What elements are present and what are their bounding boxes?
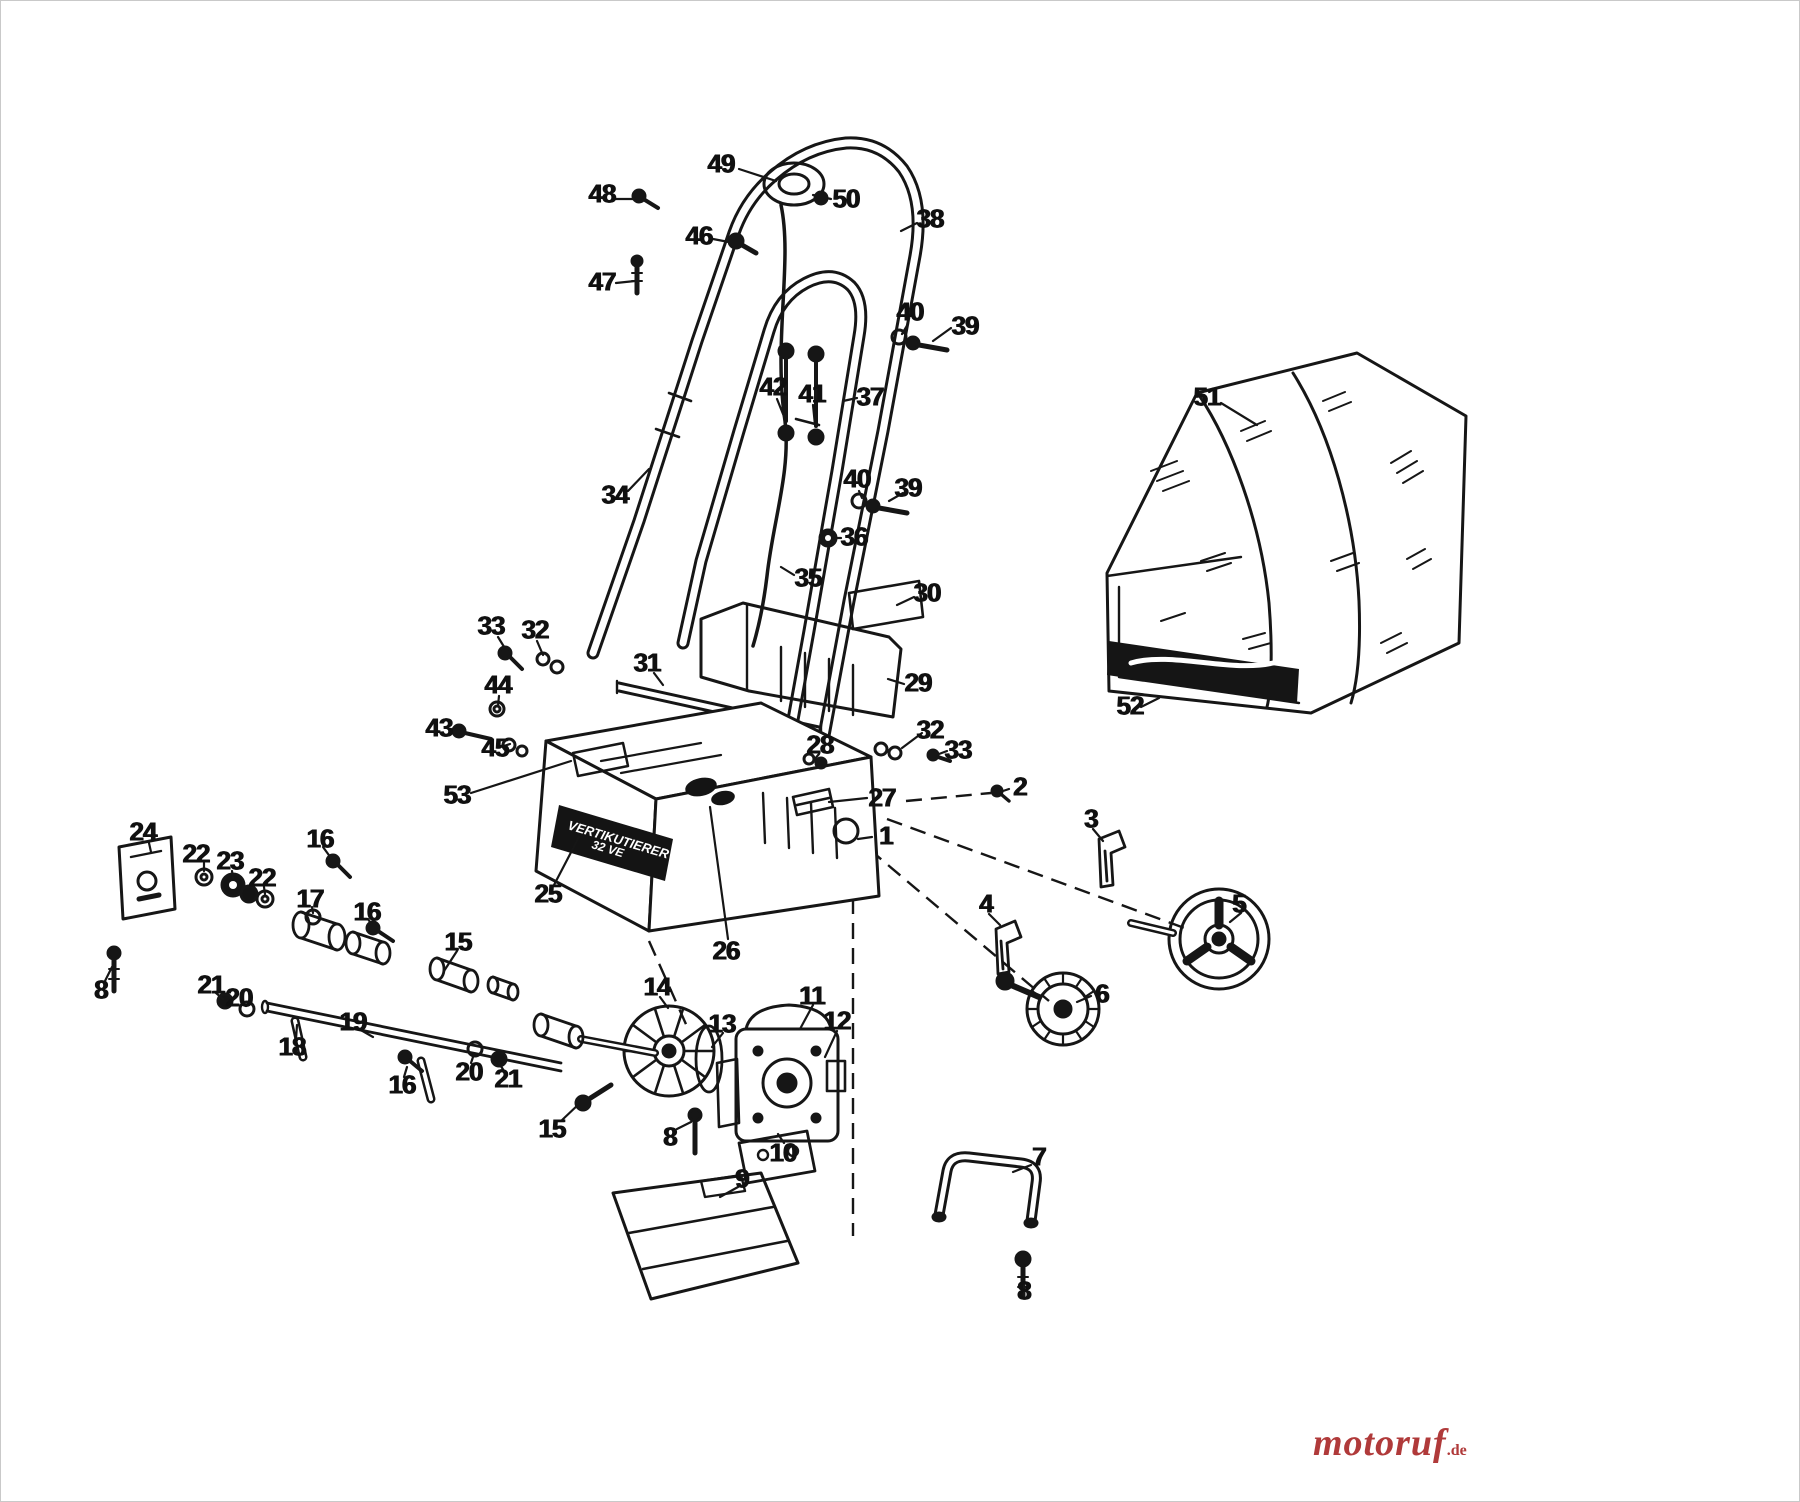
part-number-label: 16 xyxy=(388,1069,417,1100)
part-number-label: 7 xyxy=(1032,1141,1047,1172)
type-plate xyxy=(847,579,925,631)
grass-bag xyxy=(1105,351,1468,715)
part-number-label: 2 xyxy=(1013,771,1028,802)
part-number-label: 33 xyxy=(944,734,973,765)
part-number-label: 35 xyxy=(794,562,823,593)
part-number-label: 50 xyxy=(832,183,861,214)
part-number-label: 39 xyxy=(894,472,923,503)
part-number-label: 32 xyxy=(916,714,945,745)
part-number-label: 43 xyxy=(425,712,454,743)
part-number-label: 51 xyxy=(1193,381,1222,412)
part-number-label: 26 xyxy=(712,935,741,966)
part-number-label: 46 xyxy=(685,220,714,251)
part-number-label: 34 xyxy=(601,479,630,510)
part-number-label: 47 xyxy=(588,266,617,297)
part-number-label: 16 xyxy=(306,823,335,854)
long-axle xyxy=(265,1001,563,1073)
part-number-label: 49 xyxy=(707,148,736,179)
part-number-label: 5 xyxy=(1232,888,1247,919)
fasteners xyxy=(106,188,1032,1300)
part-number-label: 40 xyxy=(896,296,925,327)
watermark: motoruf.de xyxy=(1313,1421,1467,1465)
part-number-label: 37 xyxy=(856,381,885,412)
part-number-label: 28 xyxy=(806,729,835,760)
part-number-label: 22 xyxy=(182,838,211,869)
part-number-label: 9 xyxy=(735,1163,750,1194)
u-bracket xyxy=(931,1151,1042,1229)
part-number-label: 15 xyxy=(538,1113,567,1144)
part-number-label: 25 xyxy=(534,878,563,909)
motor xyxy=(715,1003,847,1185)
part-number-label: 15 xyxy=(444,926,473,957)
part-number-label: 21 xyxy=(197,969,226,1000)
part-number-label: 31 xyxy=(633,647,662,678)
part-number-label: 14 xyxy=(643,971,672,1002)
part-number-label: 23 xyxy=(216,845,245,876)
part-number-label: 11 xyxy=(799,980,825,1011)
height-bracket-4 xyxy=(994,919,1023,976)
power-cable xyxy=(751,203,788,648)
motor-mount-plate xyxy=(737,1129,817,1185)
part-number-label: 30 xyxy=(913,577,942,608)
deck-small-plate xyxy=(571,741,630,778)
part-number-label: 8 xyxy=(663,1121,678,1152)
part-number-label: 52 xyxy=(1116,690,1145,721)
height-bracket-3 xyxy=(1097,829,1127,889)
part-number-label: 4 xyxy=(979,888,994,919)
handlebar-assembly xyxy=(586,136,925,760)
part-number-label: 29 xyxy=(904,667,933,698)
part-number-label: 38 xyxy=(916,203,945,234)
part-number-label: 8 xyxy=(1017,1275,1032,1306)
part-number-label: 45 xyxy=(481,732,510,763)
part-number-label: 44 xyxy=(484,669,513,700)
part-number-label: 1 xyxy=(879,820,894,851)
part-number-label: 32 xyxy=(521,614,550,645)
part-number-label: 48 xyxy=(588,178,617,209)
watermark-tld: .de xyxy=(1446,1442,1467,1459)
part-number-label: 42 xyxy=(759,371,788,402)
wheel-small xyxy=(995,971,1101,1047)
part-number-label: 36 xyxy=(840,521,869,552)
part-number-label: 6 xyxy=(1095,978,1110,1009)
coupler-cylinders xyxy=(291,910,585,1050)
part-number-label: 12 xyxy=(823,1005,852,1036)
bearing-bracket xyxy=(117,835,177,921)
part-number-label: 18 xyxy=(278,1031,307,1062)
part-number-label: 10 xyxy=(769,1137,798,1168)
leader-lines xyxy=(103,167,1259,1283)
part-number-label: 13 xyxy=(708,1008,737,1039)
part-number-label: 3 xyxy=(1084,803,1099,834)
part-number-label: 40 xyxy=(843,463,872,494)
rear-panel xyxy=(699,579,925,719)
part-number-label: 41 xyxy=(798,378,827,409)
part-number-label: 8 xyxy=(94,974,109,1005)
brand-plate xyxy=(551,805,673,881)
part-number-label: 53 xyxy=(443,779,472,810)
part-number-label: 17 xyxy=(296,883,325,914)
part-number-label: 20 xyxy=(455,1056,484,1087)
part-number-label: 19 xyxy=(339,1006,368,1037)
part-number-label: 33 xyxy=(477,610,506,641)
part-number-label: 20 xyxy=(225,982,254,1013)
part-number-label: 24 xyxy=(129,816,158,847)
watermark-brand: motoruf xyxy=(1313,1422,1447,1464)
switch-housing xyxy=(762,161,829,207)
wheel-large xyxy=(1127,887,1271,991)
part-number-label: 27 xyxy=(868,782,897,813)
part-number-label: 39 xyxy=(951,310,980,341)
part-number-label: 21 xyxy=(494,1063,523,1094)
part-number-label: 16 xyxy=(353,896,382,927)
impeller-decal xyxy=(685,777,735,806)
part-number-label: 22 xyxy=(248,862,277,893)
bracket-27 xyxy=(791,787,835,817)
baffle-plate xyxy=(611,1171,800,1301)
